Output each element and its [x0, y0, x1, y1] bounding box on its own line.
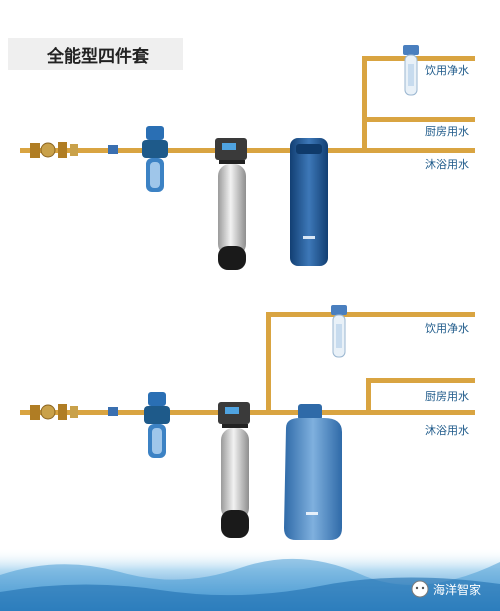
lower-drinking-label: 饮用净水: [425, 321, 469, 335]
water-meter-icon: [30, 404, 118, 420]
brine-tank-icon: [284, 404, 342, 540]
riser-pipe: [266, 312, 271, 415]
page-title: 全能型四件套: [46, 46, 150, 67]
kitchen-pipe: [362, 117, 475, 122]
lower-bath-label: 沐浴用水: [425, 424, 469, 437]
drinking-pipe: [266, 312, 475, 317]
water-splash: [0, 548, 500, 611]
wechat-icon: [411, 580, 429, 598]
upper-drinking-label: 饮用净水: [425, 63, 469, 77]
lower-kitchen-label: 厨房用水: [425, 390, 469, 403]
water-meter-icon: [30, 142, 118, 158]
softener-tank-icon: [218, 402, 250, 538]
purifier-icon: [403, 45, 419, 96]
pre-filter-icon: [142, 126, 168, 192]
title-banner: [8, 38, 183, 70]
watermark-text: 海洋智家: [433, 582, 481, 597]
upper-bath-label: 沐浴用水: [425, 158, 469, 171]
watermark: 海洋智家: [411, 580, 481, 598]
riser-pipe: [366, 378, 371, 415]
lower-system: 饮用净水 厨房用水 沐浴用水: [20, 305, 475, 540]
kitchen-pipe: [366, 378, 475, 383]
riser-pipe: [362, 56, 367, 153]
drinking-pipe: [362, 56, 475, 61]
upper-system: 饮用净水 厨房用水 沐浴用水: [20, 45, 475, 270]
main-pipe: [20, 148, 366, 153]
brine-tank-icon: [290, 138, 328, 266]
softener-tank-icon: [215, 138, 247, 270]
pre-filter-icon: [144, 392, 170, 458]
purifier-icon: [331, 305, 347, 358]
upper-kitchen-label: 厨房用水: [425, 125, 469, 138]
bath-pipe: [366, 148, 475, 153]
